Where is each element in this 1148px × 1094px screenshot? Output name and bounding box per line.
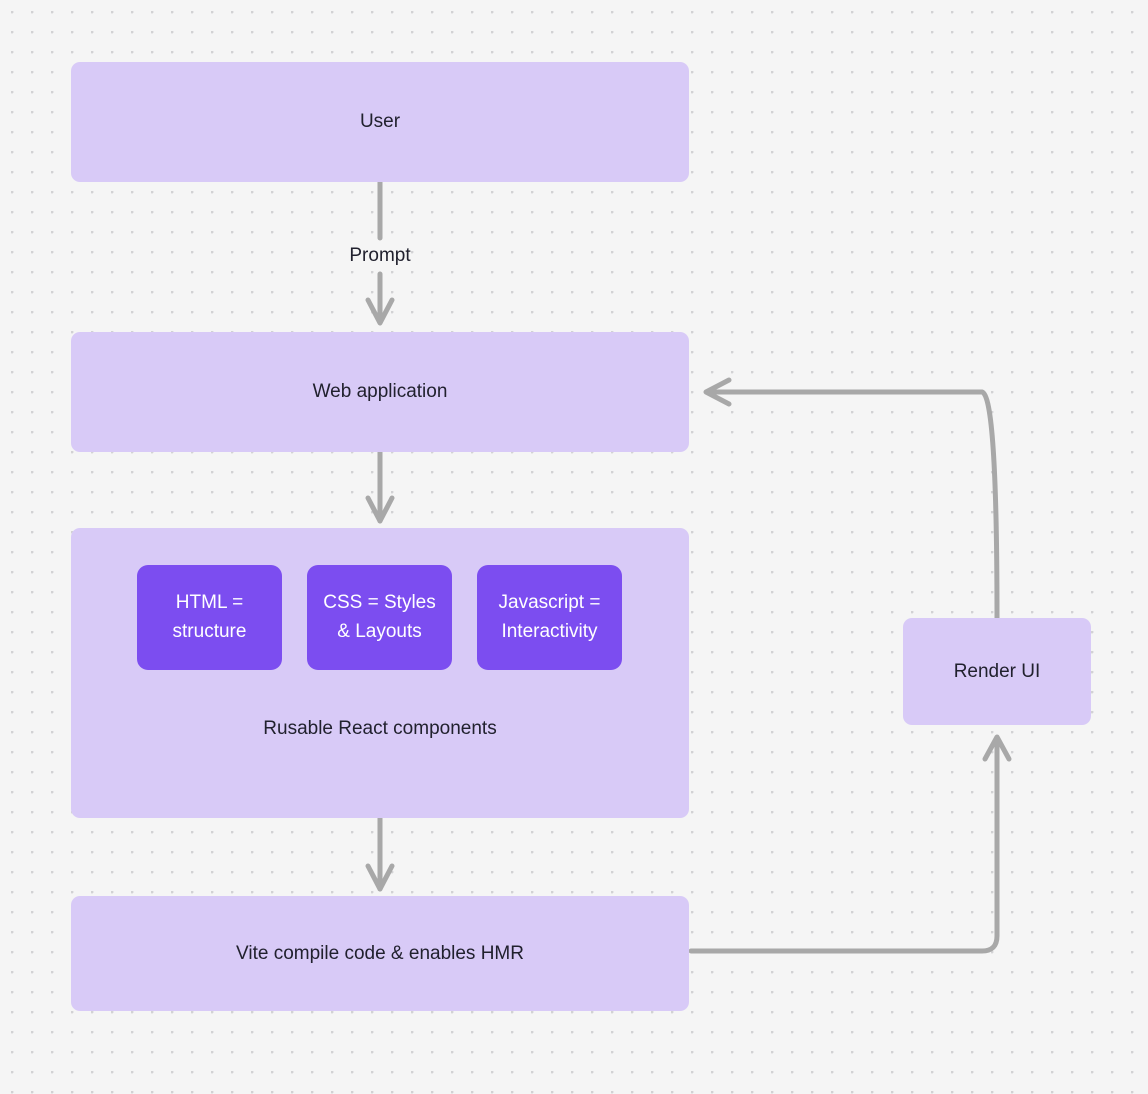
node-user[interactable]: User xyxy=(71,62,689,182)
node-vite[interactable]: Vite compile code & enables HMR xyxy=(71,896,689,1011)
node-vite-label: Vite compile code & enables HMR xyxy=(236,942,524,964)
chip-javascript-label: Javascript = Interactivity xyxy=(498,592,601,642)
node-render-ui[interactable]: Render UI xyxy=(903,618,1091,725)
node-web-application[interactable]: Web application xyxy=(71,332,689,452)
node-user-label: User xyxy=(359,111,401,133)
node-render-ui-label: Render UI xyxy=(953,660,1041,682)
chip-html-label: HTML = structure xyxy=(172,592,247,642)
node-components-group[interactable]: HTML = structure CSS = Styles & Layouts … xyxy=(71,528,689,818)
chip-javascript[interactable]: Javascript = Interactivity xyxy=(477,565,622,670)
arrowhead-vite-top xyxy=(365,863,395,892)
edge-label-prompt: Prompt xyxy=(349,245,411,266)
chip-css-label: CSS = Styles & Layouts xyxy=(323,592,436,642)
arrowhead-renderui-bottom xyxy=(982,734,1012,762)
arrowhead-webapp-right xyxy=(703,377,732,407)
components-group-caption: Rusable React components xyxy=(263,718,497,739)
arrowhead-webapp-top xyxy=(365,297,395,326)
node-web-application-label: Web application xyxy=(312,381,448,403)
chip-html[interactable]: HTML = structure xyxy=(137,565,282,670)
edge-renderui-to-webapp xyxy=(710,389,1000,621)
arrowhead-components-top xyxy=(365,495,395,524)
edge-vite-to-renderui xyxy=(688,739,1000,954)
chip-css[interactable]: CSS = Styles & Layouts xyxy=(307,565,452,670)
